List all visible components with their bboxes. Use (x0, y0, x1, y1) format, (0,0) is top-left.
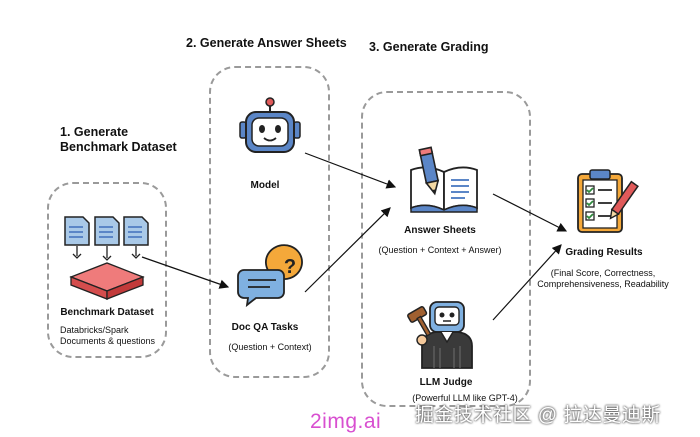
step3-title: 3. Generate Grading (369, 40, 489, 54)
step1-title-line1: 1. Generate (60, 125, 129, 139)
step1-title-line2: Benchmark Dataset (60, 140, 177, 154)
judge-robot-icon (407, 301, 473, 369)
benchmark-title: Benchmark Dataset (60, 307, 154, 318)
book-pencil-icon (410, 146, 478, 213)
watermark-left: 2img.ai (310, 410, 382, 433)
docqa-desc: (Question + Context) (228, 342, 312, 352)
watermark-right: 掘金技术社区 @ 拉达曼迪斯 (415, 405, 661, 426)
svg-text:?: ? (284, 256, 296, 278)
benchmark-desc-line2: Documents & questions (60, 336, 156, 346)
grading-desc-line2: Comprehensiveness, Readability (537, 279, 669, 289)
robot-icon (239, 97, 301, 153)
database-icon (64, 216, 149, 300)
document-icon (64, 216, 90, 246)
step1-title: 1. Generate Benchmark Dataset (60, 125, 177, 155)
chat-question-icon: ? (237, 244, 303, 308)
model-title: Model (250, 180, 280, 191)
answer-sheets-desc: (Question + Context + Answer) (378, 245, 502, 255)
grading-title: Grading Results (565, 247, 643, 258)
grading-desc: (Final Score, Correctness, Comprehensive… (528, 268, 678, 290)
answer-sheets-title: Answer Sheets (404, 225, 476, 236)
grading-desc-line1: (Final Score, Correctness, (550, 268, 656, 278)
docqa-title: Doc QA Tasks (231, 322, 299, 333)
llm-judge-title: LLM Judge (419, 377, 473, 388)
step2-title: 2. Generate Answer Sheets (186, 36, 347, 50)
benchmark-desc: Databricks/Spark Documents & questions (60, 325, 155, 347)
benchmark-desc-line1: Databricks/Spark (60, 325, 129, 335)
clipboard-checklist-icon (577, 169, 639, 233)
llm-judge-desc: (Powerful LLM like GPT-4) (412, 393, 518, 403)
